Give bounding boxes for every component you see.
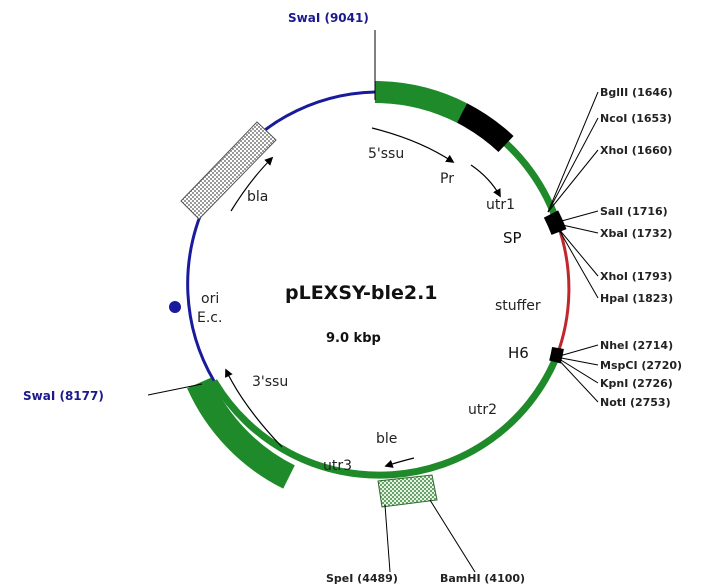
site-ncoi: NcoI (1653) <box>600 112 672 125</box>
site-xhoi-2: XhoI (1793) <box>600 270 672 283</box>
fan-upper <box>547 91 599 299</box>
plasmid-name: pLEXSY-ble2.1 <box>285 282 438 304</box>
ssu3-arrow <box>225 368 283 448</box>
site-sali: SalI (1716) <box>600 205 668 218</box>
ble-block <box>377 474 438 508</box>
label-sp: SP <box>503 229 522 247</box>
label-utr2: utr2 <box>468 402 497 418</box>
pr-block <box>456 103 514 153</box>
site-hpai: HpaI (1823) <box>600 292 673 305</box>
site-kpni: KpnI (2726) <box>600 377 673 390</box>
h6-block <box>549 346 564 364</box>
site-nhei: NheI (2714) <box>600 339 673 352</box>
bla-arrow <box>230 156 274 212</box>
plasmid-size: 9.0 kbp <box>326 331 381 346</box>
site-xbai: XbaI (1732) <box>600 227 672 240</box>
swal-left-tick <box>147 383 203 396</box>
ssu3-block <box>187 377 296 489</box>
site-bamhi: BamHI (4100) <box>440 572 525 585</box>
fan-lower <box>555 344 599 403</box>
backbone-red <box>554 224 571 359</box>
ble-arrow <box>384 457 415 468</box>
site-swal-left: SwaI (8177) <box>23 389 104 403</box>
label-pr: Pr <box>440 171 454 187</box>
label-stuffer: stuffer <box>495 298 541 314</box>
ssu5-arrow <box>371 127 455 163</box>
sp-block <box>543 210 567 235</box>
label-ssu5: 5'ssu <box>368 146 404 162</box>
label-h6: H6 <box>508 344 529 362</box>
bla-block <box>180 121 277 220</box>
label-ble: ble <box>376 431 397 447</box>
site-xhoi-1: XhoI (1660) <box>600 144 672 157</box>
label-bla: bla <box>247 189 268 205</box>
label-ssu3: 3'ssu <box>252 374 288 390</box>
site-swal-top: SwaI (9041) <box>288 11 369 25</box>
site-mspci: MspCI (2720) <box>600 359 682 372</box>
ssu5-block <box>374 81 467 123</box>
site-bglii: BglII (1646) <box>600 86 673 99</box>
label-ori: ori <box>201 291 219 307</box>
site-spei: SpeI (4489) <box>326 572 398 585</box>
ori-dot <box>169 301 181 313</box>
label-utr3: utr3 <box>323 458 352 474</box>
spel-tick <box>384 504 391 573</box>
label-ec: E.c. <box>197 310 222 326</box>
pr-arrow <box>470 164 501 198</box>
bamhi-tick <box>429 499 476 573</box>
backbone-green-lower <box>210 356 560 479</box>
site-noti: NotI (2753) <box>600 396 671 409</box>
label-utr1: utr1 <box>486 197 515 213</box>
